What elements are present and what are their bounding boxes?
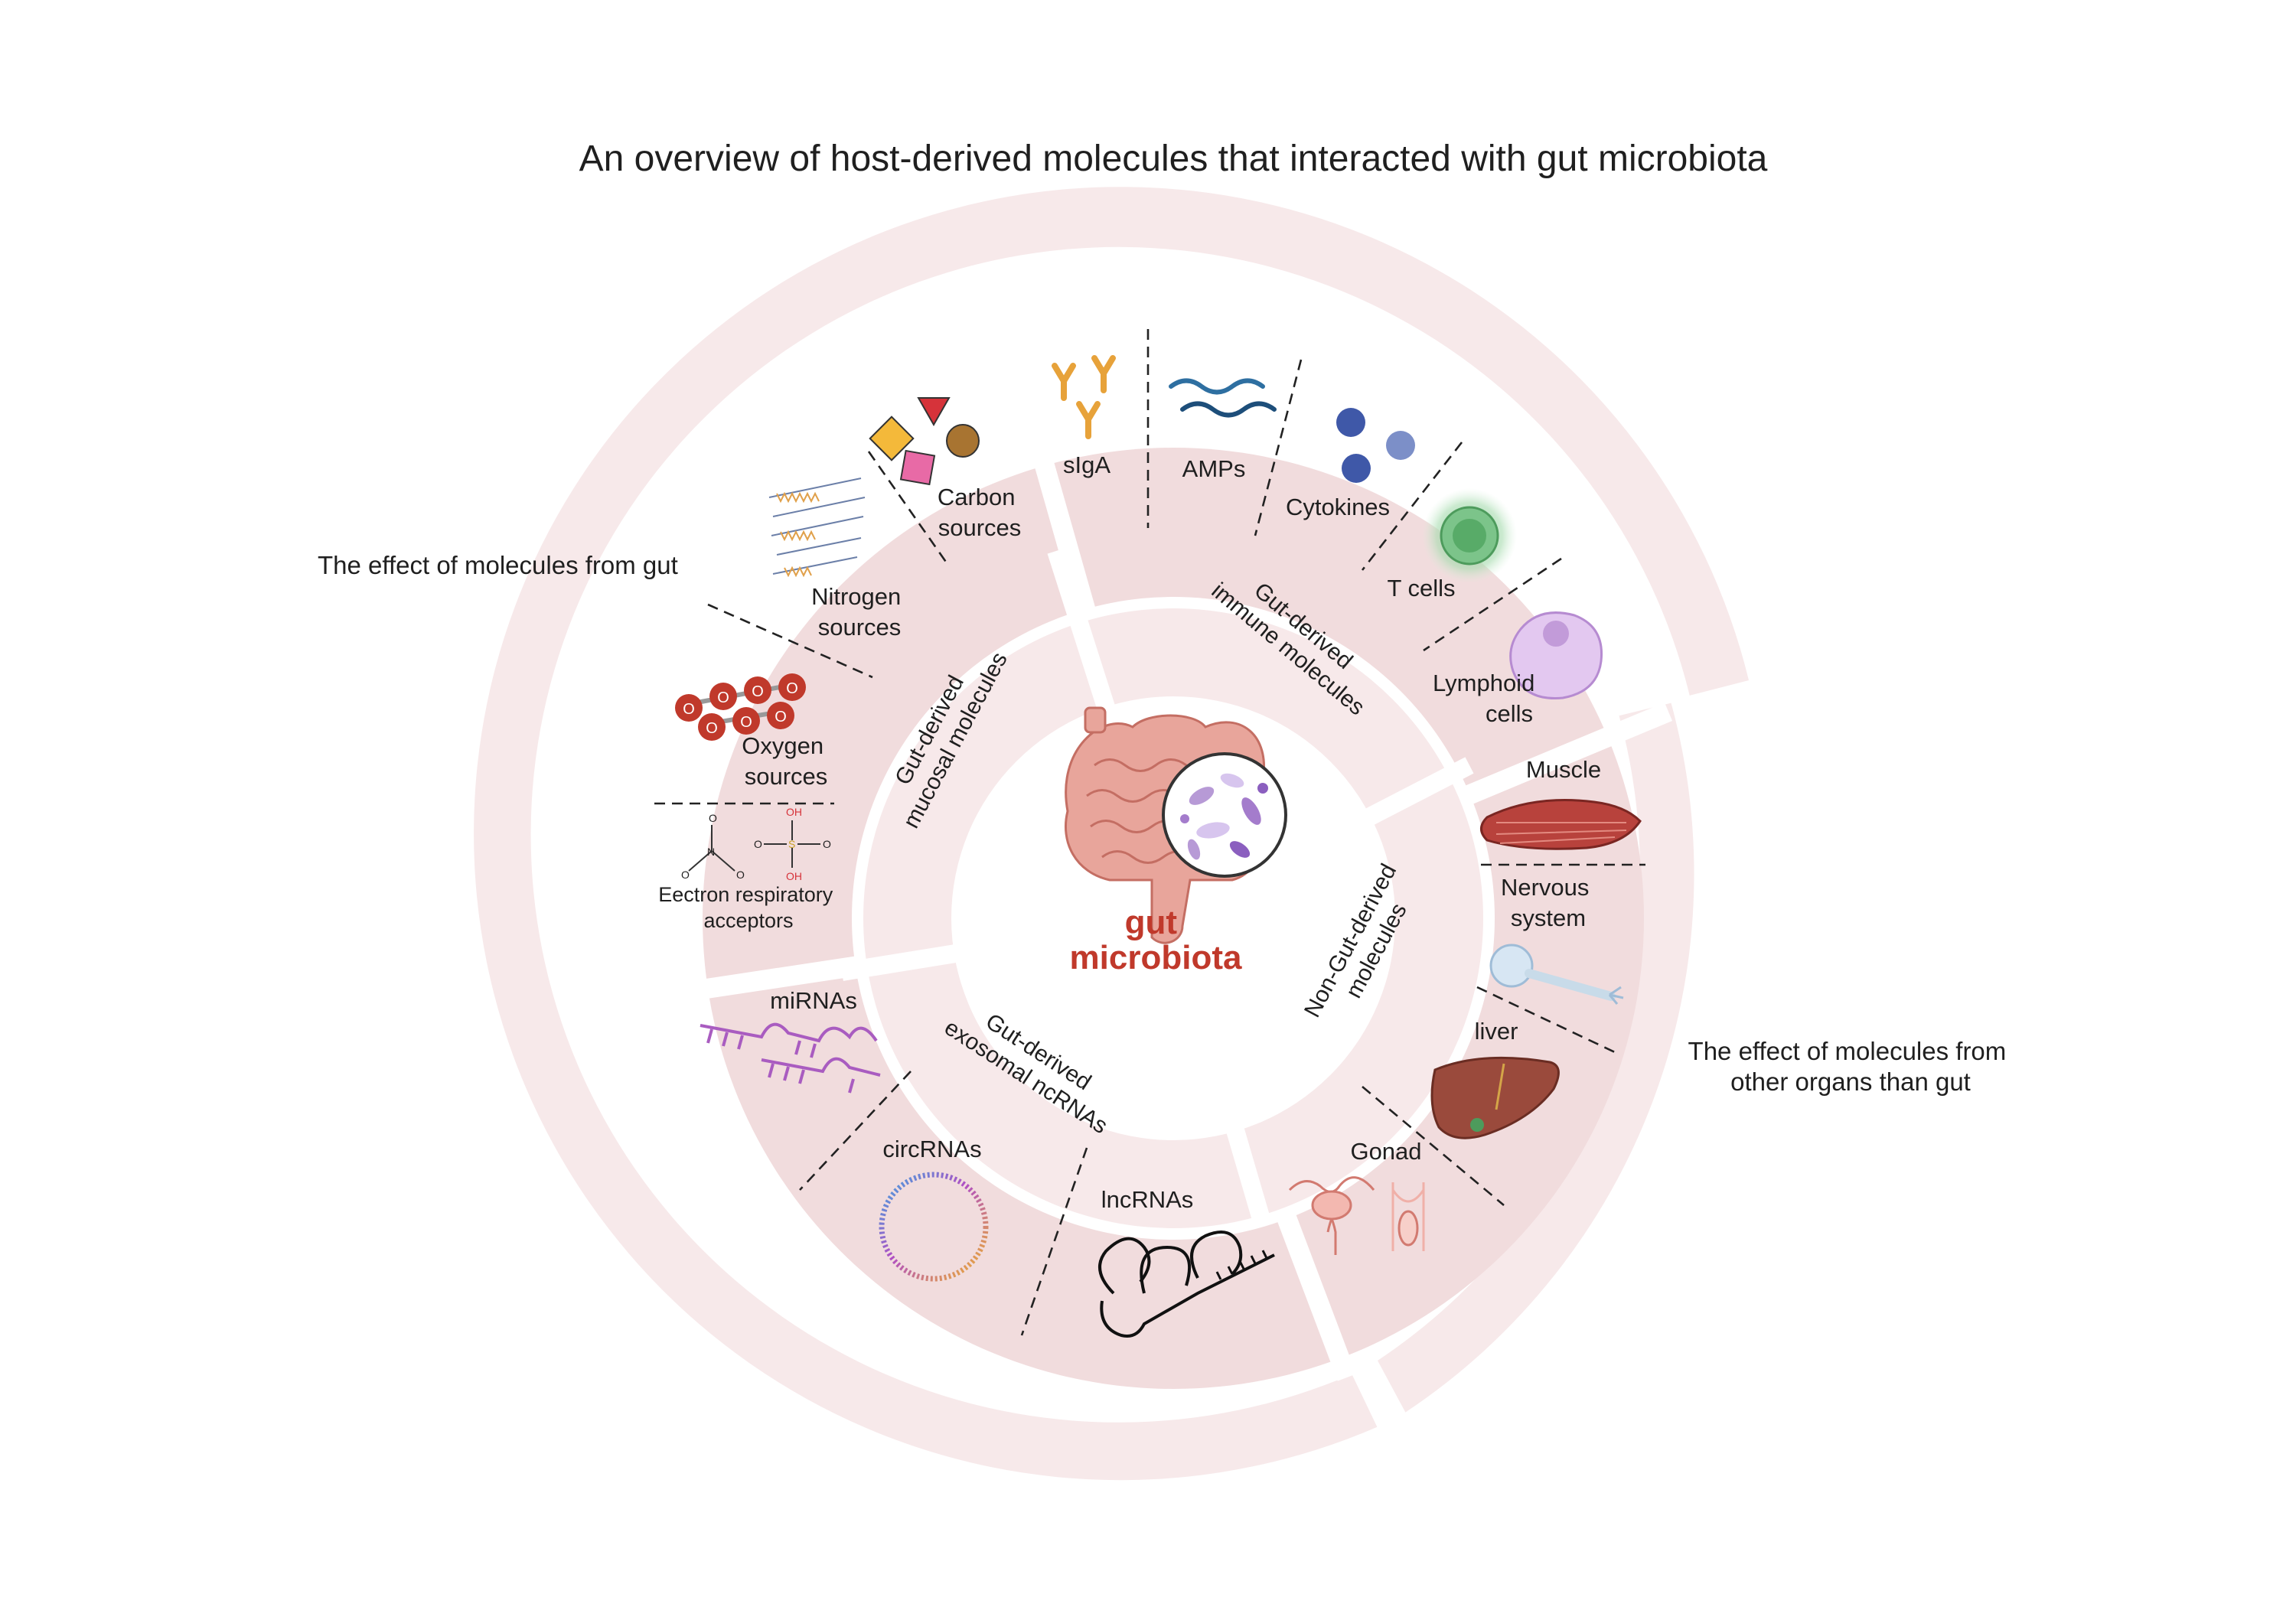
chem-oh-bottom: OH <box>786 870 802 882</box>
svg-text:O: O <box>717 689 729 706</box>
outer-ring-left-label: The effect of molecules from gut <box>318 551 678 579</box>
chem-o-s-left: O <box>754 838 762 850</box>
nervous-system-label-line2: system <box>1511 905 1586 931</box>
electron-acceptors-structure-icon: O N O O OH S O O OH <box>681 806 831 882</box>
nervous-system-icon <box>1489 944 1624 1005</box>
nitrogen-sources-icon <box>768 478 866 578</box>
outer-ring-other-organs-segment <box>1378 702 1694 1413</box>
chem-s: S <box>788 838 795 850</box>
carbon-sources-icon <box>869 397 980 486</box>
outer-ring-right-label: The effect of molecules from other organ… <box>1688 1037 2014 1096</box>
svg-text:O: O <box>752 683 764 700</box>
svg-text:O: O <box>706 720 718 737</box>
svg-text:O: O <box>683 701 695 718</box>
t-cells-label: T cells <box>1387 575 1455 601</box>
lymphoid-cells-label-line2: cells <box>1486 700 1533 727</box>
outer-ring-right-label-line2: other organs than gut <box>1730 1068 1971 1096</box>
liver-label: liver <box>1475 1018 1518 1045</box>
lymphoid-cells-label-line1: Lymphoid <box>1433 670 1534 696</box>
carbon-sources-label-line2: sources <box>938 514 1022 541</box>
chem-oh-top: OH <box>786 806 802 818</box>
oxygen-sources-icon: O O O O O O O <box>675 673 806 741</box>
microbiota-circle-icon <box>1162 752 1287 878</box>
center-label: gut microbiota <box>1070 904 1242 976</box>
lncrnas-icon <box>1098 1231 1275 1338</box>
electron-acceptors-label-line2: acceptors <box>703 909 793 932</box>
electron-acceptors-label-line1: Eectron respiratory <box>658 883 833 906</box>
siga-label: sIgA <box>1063 451 1110 478</box>
nervous-system-label-line1: Nervous <box>1501 874 1589 901</box>
liver-icon <box>1430 1056 1560 1139</box>
cytokines-label: Cytokines <box>1286 494 1390 520</box>
carbon-sources-label: Carbon sources <box>938 484 1022 541</box>
svg-text:O: O <box>740 714 752 731</box>
mirnas-icon <box>700 1022 881 1094</box>
lymphoid-cells-label: Lymphoid cells <box>1433 670 1541 727</box>
nitrogen-sources-label-line1: Nitrogen <box>811 583 901 610</box>
center-label-line1: gut <box>1125 904 1178 941</box>
outer-ring-right-label-line1: The effect of molecules from <box>1688 1037 2007 1065</box>
chem-n-plus: N <box>707 846 715 858</box>
gonad-label: Gonad <box>1350 1138 1421 1165</box>
amps-peptide-icon <box>1169 378 1277 418</box>
oxygen-sources-label-line1: Oxygen <box>742 732 823 759</box>
gonad-icon <box>1288 1176 1425 1255</box>
nervous-system-label: Nervous system <box>1501 874 1596 931</box>
carbon-sources-label-line1: Carbon <box>938 484 1016 510</box>
siga-antibody-icon <box>1052 355 1116 439</box>
outer-ring <box>474 187 1749 1481</box>
mirnas-label: miRNAs <box>770 987 857 1014</box>
middle-ring-dividers <box>654 329 1645 1336</box>
circrnas-icon <box>879 1172 989 1282</box>
svg-text:O: O <box>775 709 787 725</box>
center-label-line2: microbiota <box>1070 939 1242 976</box>
chem-o-right: O <box>736 869 745 881</box>
chem-o-minus: O <box>709 812 717 824</box>
amps-label: AMPs <box>1182 455 1246 482</box>
electron-acceptors-label: Eectron respiratory acceptors <box>658 883 839 932</box>
chem-o-left: O <box>681 869 690 881</box>
muscle-label: Muscle <box>1526 756 1601 783</box>
oxygen-sources-label: Oxygen sources <box>742 732 830 790</box>
nitrogen-sources-label-line2: sources <box>818 614 902 641</box>
svg-text:O: O <box>786 680 798 697</box>
page-title: An overview of host-derived molecules th… <box>579 139 1768 179</box>
t-cell-icon <box>1422 488 1517 583</box>
lymphoid-cell-icon <box>1509 611 1603 700</box>
nitrogen-sources-label: Nitrogen sources <box>811 583 908 641</box>
chem-o-s-right: O <box>823 838 831 850</box>
lncrnas-label: lncRNAs <box>1101 1186 1194 1213</box>
oxygen-sources-label-line2: sources <box>745 763 828 790</box>
circrnas-label: circRNAs <box>882 1136 981 1162</box>
muscle-icon <box>1480 799 1642 850</box>
cytokines-icon <box>1336 408 1415 483</box>
